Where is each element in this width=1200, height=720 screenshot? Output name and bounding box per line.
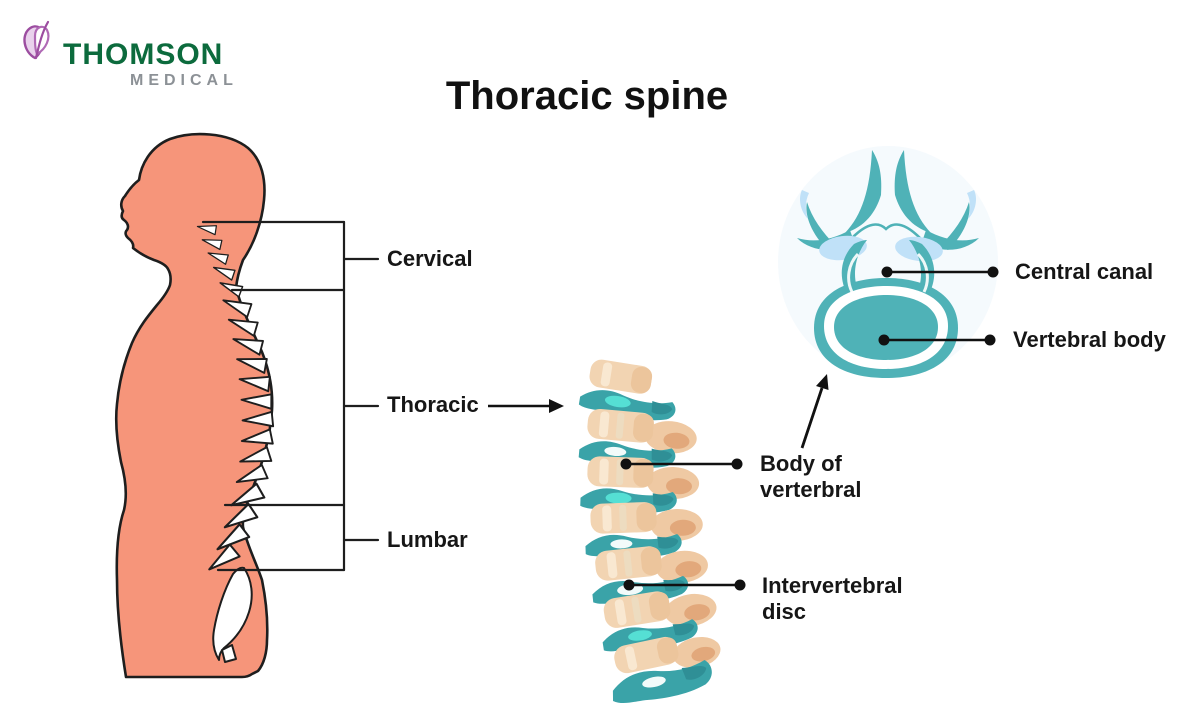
spine-in-silhouette (196, 225, 275, 571)
label-intervertebral-disc: Intervertebral disc (762, 573, 903, 625)
label-vertebral-body: Vertebral body (1013, 327, 1166, 352)
label-cervical: Cervical (387, 246, 473, 271)
butterfly-icon (23, 20, 50, 60)
facet-tip-left (800, 190, 809, 219)
label-thoracic: Thoracic (387, 392, 479, 417)
label-central-canal: Central canal (1015, 259, 1154, 284)
leader-intervertebral-disc (623, 579, 746, 591)
vertebra-unit (580, 456, 700, 513)
brand-logo: THOMSON MEDICAL (18, 14, 248, 89)
brand-subtitle: MEDICAL (130, 72, 238, 89)
right-arrow-icon (488, 399, 564, 413)
label-body-of-vertebral: Body of verterbral (760, 451, 862, 503)
label-line: disc (762, 599, 807, 624)
vertebra-unit (592, 546, 708, 604)
vertebra-cross-section-figure (778, 146, 998, 378)
leader-lines (620, 266, 999, 591)
arch-line (850, 223, 922, 240)
vertebra-unit (578, 359, 676, 421)
sacrum-shape (212, 566, 253, 663)
page-title: Thoracic spine (445, 74, 729, 118)
human-silhouette-figure (114, 132, 275, 679)
spine-segment-figure (578, 359, 721, 704)
spinous-process (845, 150, 931, 233)
up-arrow-icon (800, 374, 829, 449)
label-lumbar: Lumbar (387, 527, 468, 552)
leader-body-of-vertebral (620, 458, 743, 470)
facet-tip-right (967, 190, 976, 219)
leader-vertebral-body (878, 334, 996, 346)
brand-name: THOMSON (63, 38, 224, 71)
label-line: Body of (760, 451, 842, 476)
vertebral-body-core (834, 295, 938, 360)
label-line: verterbral (760, 477, 862, 502)
vertebra-unit (612, 636, 721, 704)
leader-central-canal (881, 266, 999, 278)
transverse-processes (800, 190, 976, 250)
vertebra-unit (602, 591, 717, 652)
label-line: Intervertebral (762, 573, 903, 598)
region-bracket (201, 220, 380, 572)
